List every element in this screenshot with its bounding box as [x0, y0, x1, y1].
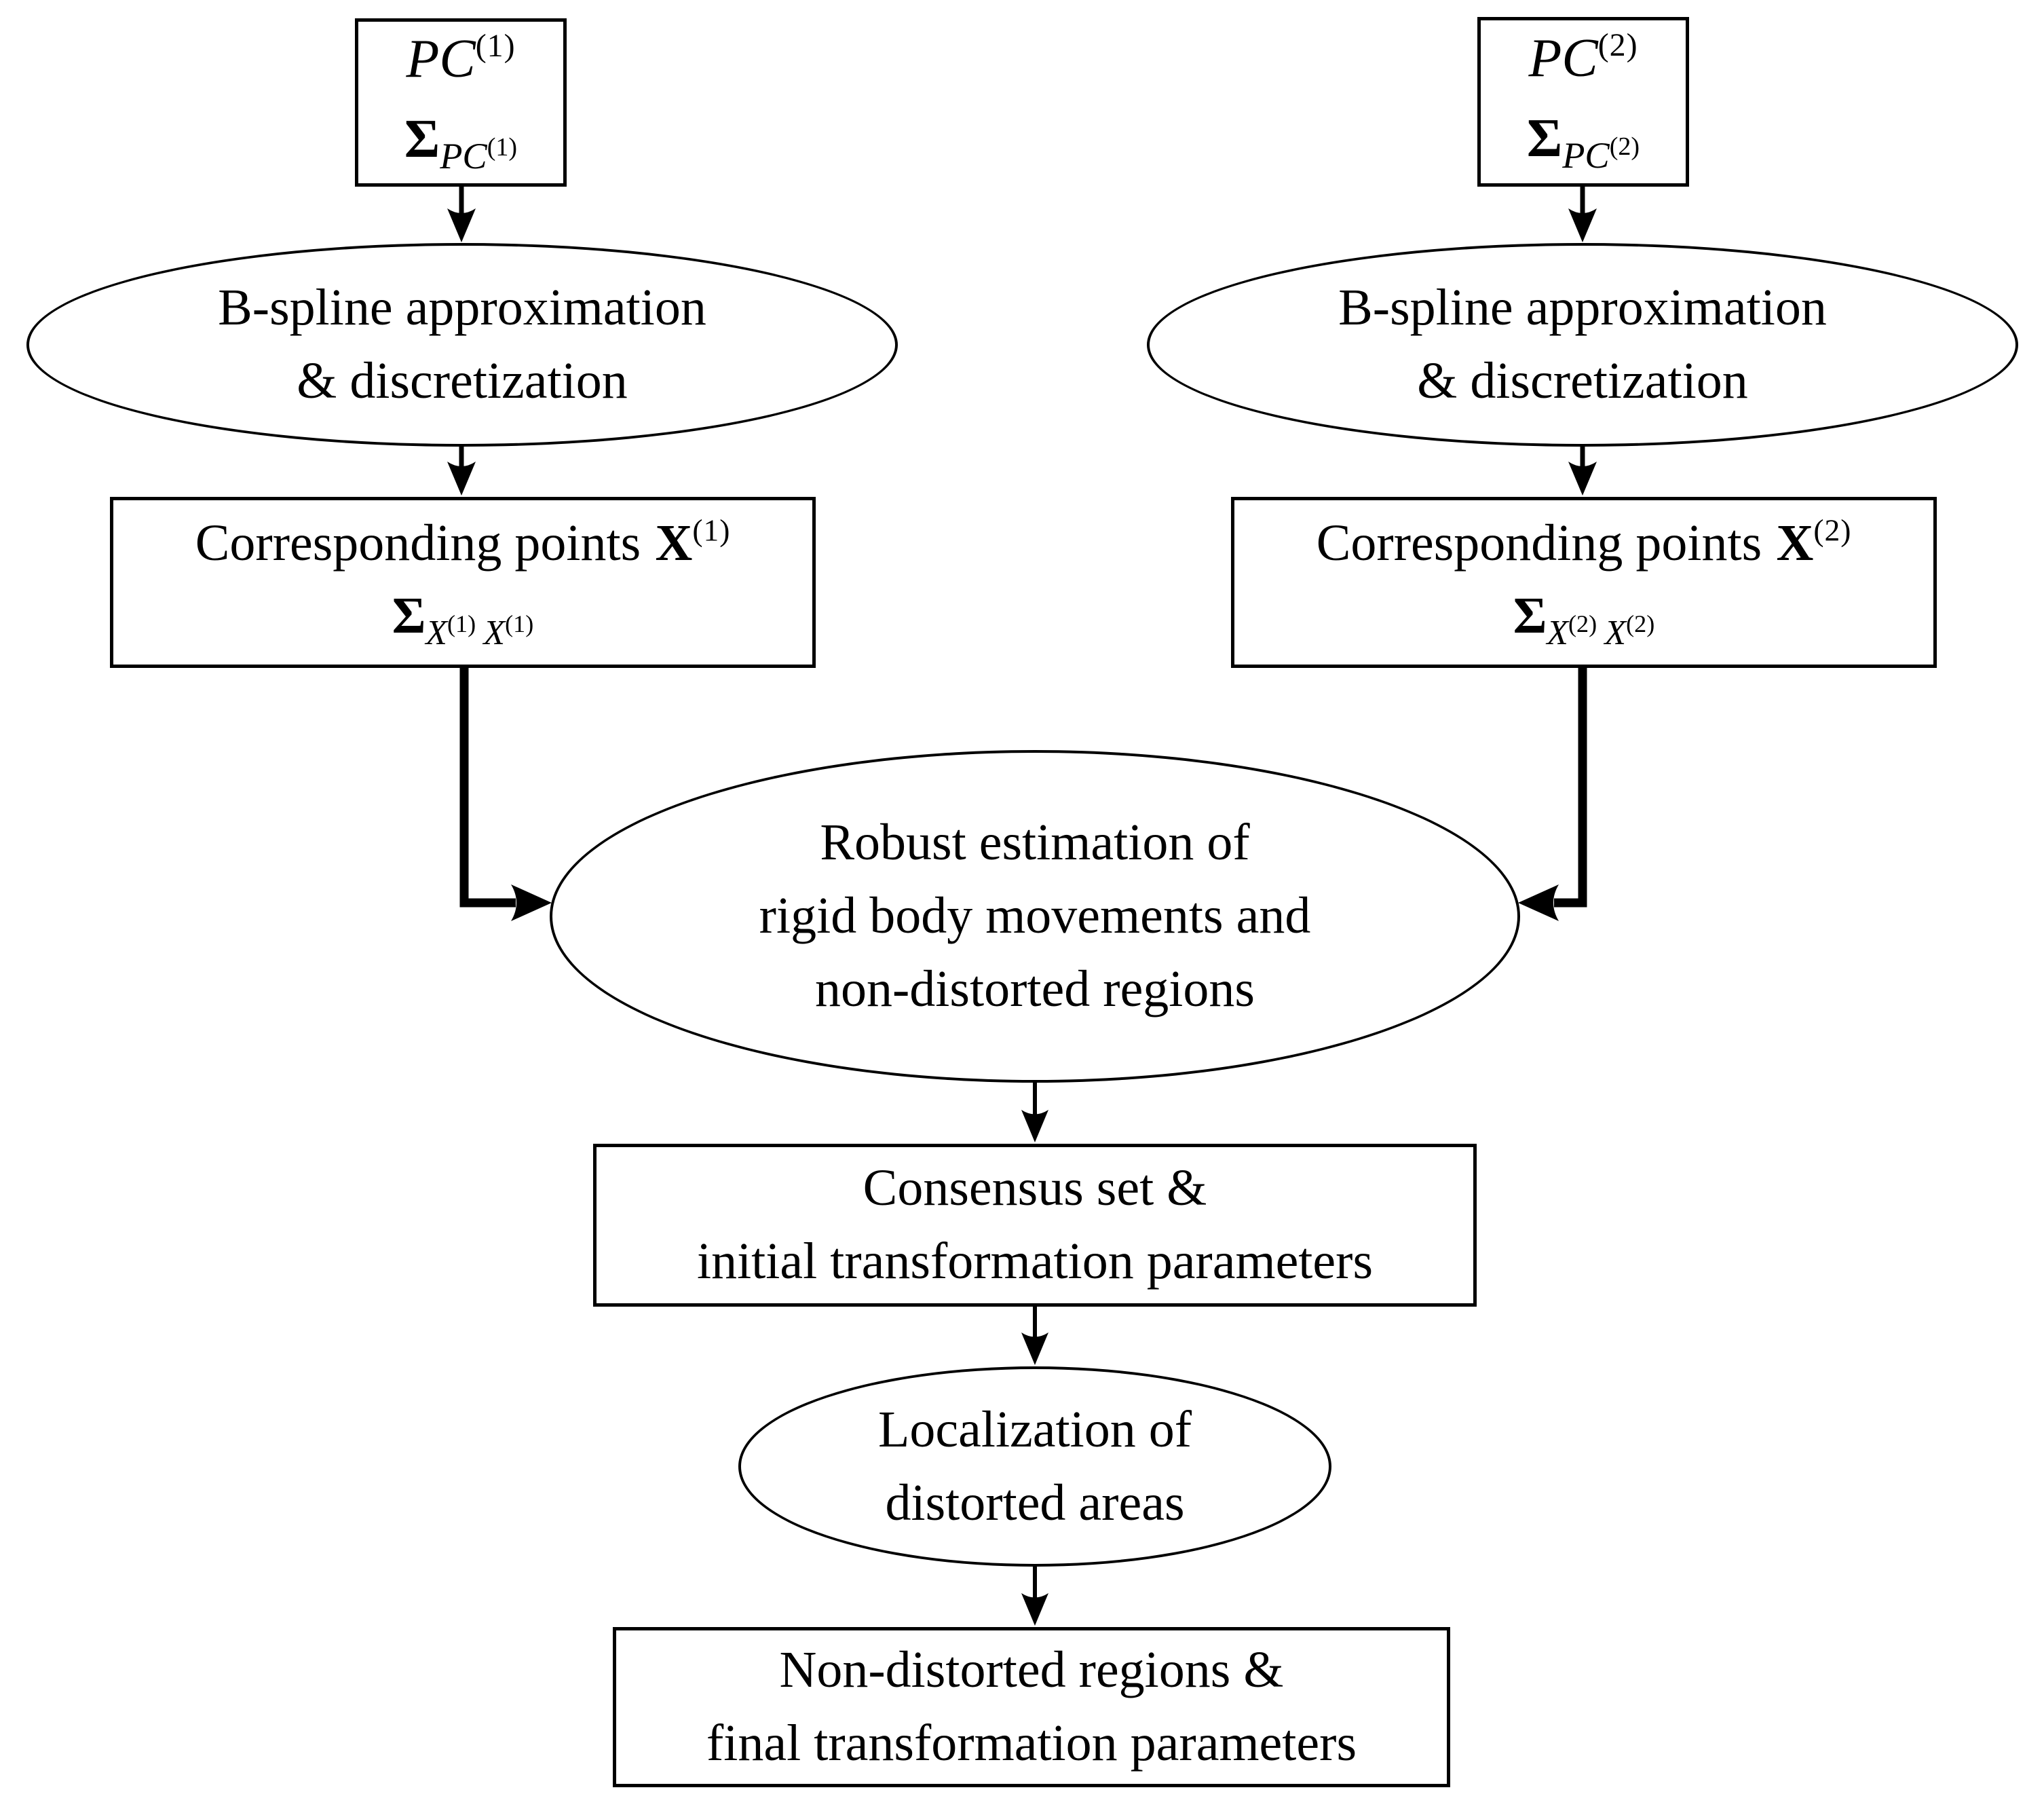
localization-ellipse: Localization of distorted areas: [738, 1366, 1331, 1567]
corr2-sigma: Σ: [1513, 587, 1547, 645]
arrow-bspline2-to-corr2-head: [1568, 462, 1597, 496]
bspline1-ellipse: B-spline approximation & discretization: [26, 243, 898, 447]
arrow-robust-to-consensus-head: [1021, 1110, 1048, 1142]
corr1-sub1: X: [425, 614, 447, 653]
corr1-vector: X: [655, 514, 693, 572]
consensus-line2: initial transformation parameters: [696, 1233, 1374, 1290]
robust-line3: non-distorted regions: [814, 960, 1255, 1017]
corr2-vector-sup: (2): [1813, 512, 1852, 548]
corr1-sub1-sup: (1): [447, 610, 476, 637]
pc2-sigma-sub-sup: (2): [1609, 132, 1640, 162]
corr2-sigma-sub: X(2)X(2): [1547, 610, 1654, 653]
arrow-pc2-to-bspline2-head: [1568, 208, 1597, 242]
bspline2-line1: B-spline approximation: [1338, 279, 1827, 337]
bspline2-ellipse: B-spline approximation & discretization: [1147, 243, 2018, 447]
consensus-box: Consensus set & initial transformation p…: [593, 1144, 1477, 1307]
localization-line1: Localization of: [877, 1400, 1192, 1458]
pc2-symbol: PC(2): [1528, 26, 1638, 90]
pc1-symbol: PC(1): [406, 27, 515, 90]
corr1-sigma-sub: X(1)X(1): [425, 610, 533, 653]
localization-line2: distorted areas: [885, 1474, 1185, 1531]
corr2-covariance: ΣX(2)X(2): [1513, 580, 1655, 658]
corr2-vector: X: [1776, 514, 1814, 572]
corr2-label: Corresponding points: [1316, 514, 1762, 572]
robust-ellipse: Robust estimation of rigid body movement…: [550, 750, 1520, 1083]
pc2-sigma-sub: PC(2): [1562, 132, 1640, 176]
final-line1: Non-distorted regions &: [779, 1641, 1284, 1699]
corr1-vector-sup: (1): [692, 512, 731, 548]
pc1-sigma-sub-var: PC: [440, 136, 487, 177]
pc1-var: PC: [406, 29, 476, 89]
corr1-covariance: ΣX(1)X(1): [392, 580, 534, 658]
consensus-line1: Consensus set &: [863, 1159, 1207, 1217]
corr2-sub1-sup: (2): [1568, 610, 1597, 637]
pc2-var-sup: (2): [1597, 27, 1638, 64]
arrow-corr2-to-robust-stem: [1554, 668, 1587, 908]
corr1-sub2: X: [483, 614, 506, 653]
corr2-sub2-sup: (2): [1626, 610, 1655, 637]
pc1-var-sup: (1): [475, 28, 516, 64]
corr1-label: Corresponding points: [195, 514, 641, 572]
pc1-sigma-sub: PC(1): [440, 133, 518, 177]
arrow-localization-to-final-head: [1021, 1593, 1048, 1626]
pc2-covariance: ΣPC(2): [1527, 107, 1640, 177]
bspline1-line1: B-spline approximation: [218, 279, 706, 337]
corr1-sigma: Σ: [392, 587, 426, 645]
pc2-sigma: Σ: [1526, 108, 1563, 168]
pc1-sigma-sub-sup: (1): [487, 133, 518, 162]
arrow-bspline1-to-corr1-head: [447, 462, 476, 496]
pc2-sigma-sub-var: PC: [1562, 135, 1610, 176]
corr1-sub2-sup: (1): [505, 610, 534, 637]
robust-line2: rigid body movements and: [759, 887, 1311, 945]
pc1-sigma: Σ: [404, 109, 440, 169]
pc1-covariance: ΣPC(1): [404, 108, 517, 178]
corr2-sub2: X: [1604, 614, 1627, 653]
arrow-corr1-to-robust-stem: [459, 668, 516, 908]
arrow-corr2-to-robust-head: [1518, 884, 1559, 921]
arrow-consensus-to-localization-head: [1021, 1332, 1048, 1365]
pc2-box: PC(2) ΣPC(2): [1477, 17, 1689, 187]
final-line2: final transformation parameters: [706, 1715, 1357, 1772]
corr2-sub1: X: [1547, 614, 1568, 653]
arrow-corr1-to-robust-head: [511, 884, 552, 921]
bspline2-line2: & discretization: [1417, 352, 1748, 409]
final-box: Non-distorted regions & final transforma…: [613, 1627, 1450, 1787]
arrow-pc1-to-bspline1-head: [447, 208, 476, 242]
robust-line1: Robust estimation of: [820, 814, 1250, 872]
pc2-var: PC: [1528, 28, 1598, 88]
bspline1-line2: & discretization: [297, 352, 628, 409]
pc1-box: PC(1) ΣPC(1): [355, 18, 567, 187]
